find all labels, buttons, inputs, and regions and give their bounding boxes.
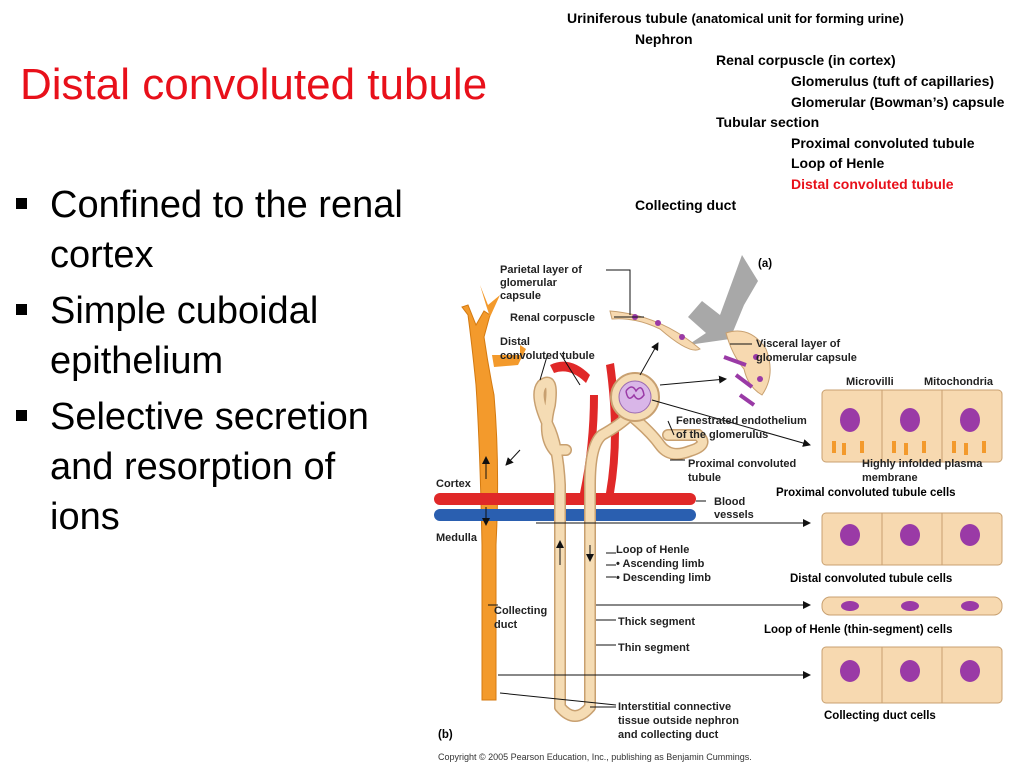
bullet-list: Confined to the renal cortex Simple cubo… xyxy=(14,180,414,548)
label-cortex: Cortex xyxy=(436,478,472,490)
outline-tubular-section: Tubular section xyxy=(716,114,820,130)
glomerular-capsule-detail xyxy=(609,310,771,407)
bullet-text: Confined to the renal cortex xyxy=(50,184,403,276)
caption-collecting-cells: Collecting duct cells xyxy=(824,710,936,722)
panel-b-label: (b) xyxy=(438,729,453,741)
outline-dct: Distal convoluted tubule xyxy=(791,176,954,192)
label-loop: Loop of Henle xyxy=(616,544,689,556)
label-collecting-1: Collecting xyxy=(494,605,547,617)
collecting-duct-cells-shape xyxy=(821,646,1003,704)
copyright-notice: Copyright © 2005 Pearson Education, Inc.… xyxy=(438,752,752,762)
label-descending: • Descending limb xyxy=(616,572,711,584)
label-parietal-1: Parietal layer of xyxy=(500,264,582,276)
label-infolded-2: membrane xyxy=(862,472,918,484)
bullet-item: Confined to the renal cortex xyxy=(14,180,414,280)
leader-lines xyxy=(482,269,811,708)
collecting-duct-shape xyxy=(461,285,526,701)
pct-cells-shape xyxy=(821,389,1003,463)
nephron-diagram: (a) (b) xyxy=(434,255,1003,741)
label-blood-2: vessels xyxy=(714,509,754,521)
outline-root-label: Uriniferous tubule xyxy=(567,10,688,26)
label-interstitial-3: and collecting duct xyxy=(618,729,719,741)
nephron-tubule-fill xyxy=(534,378,707,721)
label-collecting-2: duct xyxy=(494,619,518,631)
outline-nephron: Nephron xyxy=(635,31,693,47)
label-fenestrated-2: of the glomerulus xyxy=(676,429,768,441)
caption-dct-cells: Distal convoluted tubule cells xyxy=(790,573,952,585)
caption-loop-thin-cells: Loop of Henle (thin-segment) cells xyxy=(764,624,952,636)
label-parietal-3: capsule xyxy=(500,290,541,302)
label-medulla: Medulla xyxy=(436,532,478,544)
label-microvilli: Microvilli xyxy=(846,376,894,388)
caption-pct-cells: Proximal convoluted tubule cells xyxy=(776,487,956,499)
outline-root-note: (anatomical unit for forming urine) xyxy=(691,11,904,26)
label-pct-2: tubule xyxy=(688,472,721,484)
label-ascending: • Ascending limb xyxy=(616,558,705,570)
bullet-item: Selective secretion and resorption of io… xyxy=(14,392,414,542)
label-dct-2: convoluted tubule xyxy=(500,350,595,362)
bullet-item: Simple cuboidal epithelium xyxy=(14,286,414,386)
outline-collecting-duct: Collecting duct xyxy=(635,197,737,213)
label-infolded-1: Highly infolded plasma xyxy=(862,458,983,470)
outline-capsule: Glomerular (Bowman’s) capsule xyxy=(791,94,1005,110)
outline-root: Uriniferous tubule (anatomical unit for … xyxy=(567,10,904,26)
square-bullet-icon xyxy=(16,304,27,315)
label-mitochondria: Mitochondria xyxy=(924,376,994,388)
zoom-arrow-icon xyxy=(688,255,758,345)
label-thin: Thin segment xyxy=(618,642,690,654)
bullet-text: Selective secretion and resorption of io… xyxy=(50,396,369,538)
label-renal-corpuscle: Renal corpuscle xyxy=(510,312,595,324)
dct-cells-shape xyxy=(821,512,1003,566)
label-thick: Thick segment xyxy=(618,616,695,628)
outline-pct: Proximal convoluted tubule xyxy=(791,135,975,151)
panel-a-label: (a) xyxy=(758,258,772,270)
nephron-figure: (a) (b) xyxy=(430,245,1024,750)
label-blood-1: Blood xyxy=(714,496,745,508)
label-fenestrated-1: Fenestrated endothelium xyxy=(676,415,807,427)
renal-corpuscle-shape xyxy=(610,372,660,422)
label-interstitial-2: tissue outside nephron xyxy=(618,715,739,727)
square-bullet-icon xyxy=(16,198,27,209)
label-parietal-2: glomerular xyxy=(500,277,558,289)
outline-glomerulus: Glomerulus (tuft of capillaries) xyxy=(791,73,995,89)
outline-loop: Loop of Henle xyxy=(791,155,885,171)
slide-title: Distal convoluted tubule xyxy=(20,60,488,109)
label-visceral-2: glomerular capsule xyxy=(756,352,857,364)
outline-renal-corpuscle: Renal corpuscle (in cortex) xyxy=(716,52,896,68)
label-dct-1: Distal xyxy=(500,336,530,348)
label-pct-1: Proximal convoluted xyxy=(688,458,796,470)
loop-thin-cells-shape xyxy=(821,596,1003,616)
label-visceral-1: Visceral layer of xyxy=(756,338,841,350)
bullet-text: Simple cuboidal epithelium xyxy=(50,290,319,382)
label-interstitial-1: Interstitial connective xyxy=(618,701,731,713)
square-bullet-icon xyxy=(16,410,27,421)
